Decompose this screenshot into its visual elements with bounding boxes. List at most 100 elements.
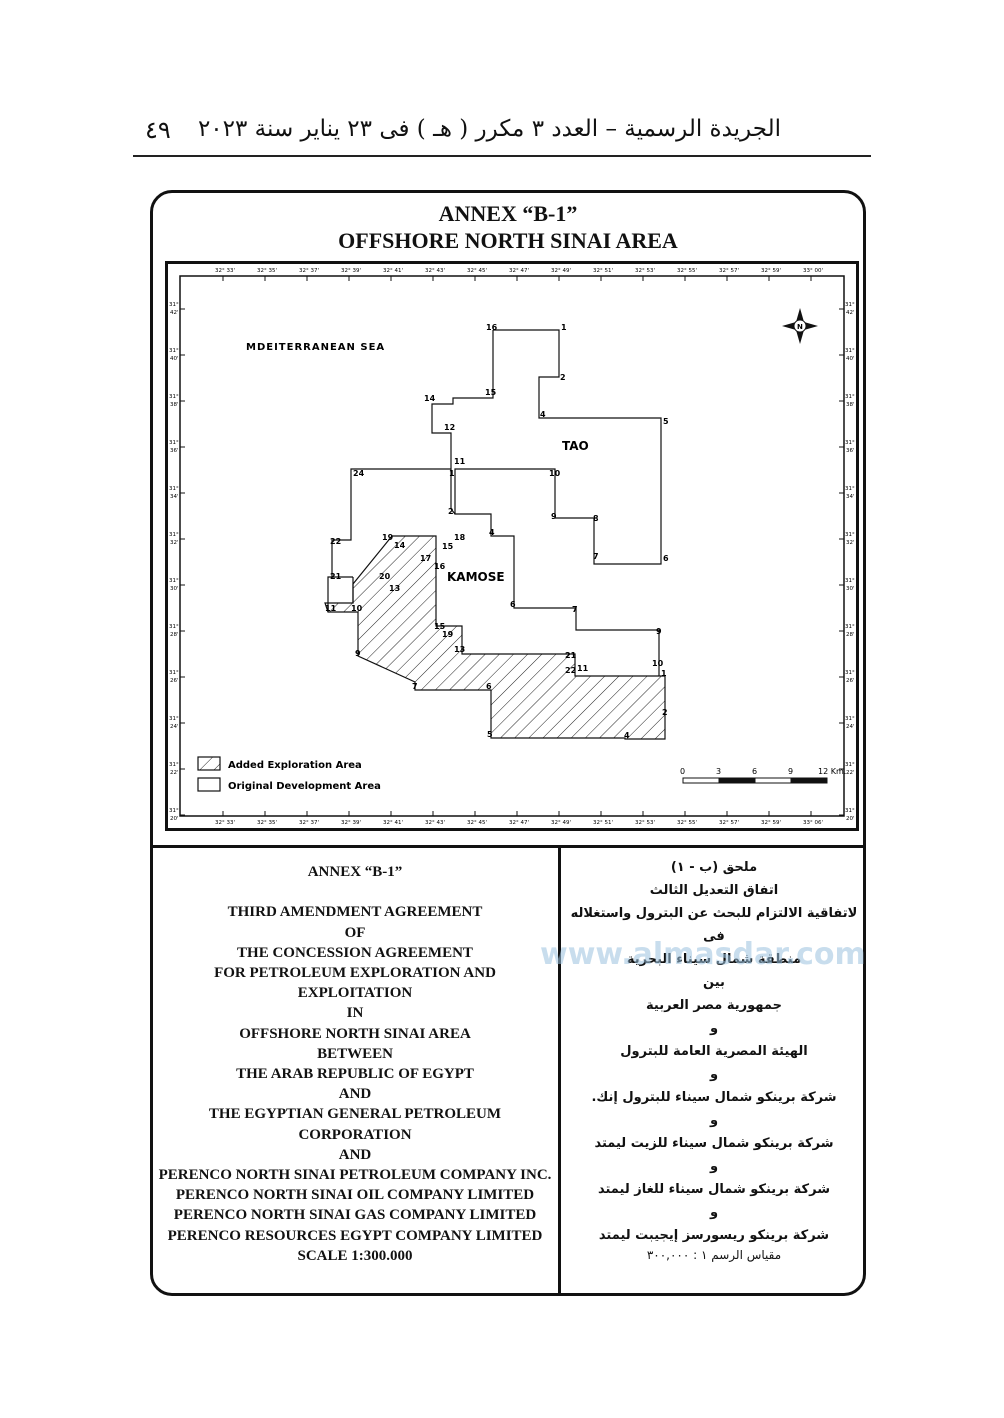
right-tick-label: 28': [846, 632, 855, 638]
left-tick-label: 42': [170, 310, 179, 316]
left-tick-label: 38': [170, 402, 179, 408]
top-tick-label: 32° 57': [719, 268, 739, 274]
right-tick-label: 31°: [845, 624, 855, 630]
point-label: 9: [656, 627, 662, 636]
point-label: 10: [652, 659, 664, 668]
point-label: 15: [442, 542, 454, 551]
right-tick-label: 38': [846, 402, 855, 408]
left-tick-label: 31°: [169, 716, 179, 722]
left-tick-label: 40': [170, 356, 179, 362]
right-tick-label: 31°: [845, 762, 855, 768]
english-line: [152, 882, 558, 902]
point-label: 22: [330, 537, 341, 546]
point-label: 4: [489, 528, 495, 537]
english-line: THE CONCESSION AGREEMENT: [237, 944, 473, 961]
top-longitude-ticks: 32° 33'32° 35'32° 37'32° 39'32° 41'32° 4…: [215, 268, 823, 281]
english-line: PERENCO RESOURCES EGYPT COMPANY LIMITED: [167, 1227, 543, 1244]
bottom-tick-label: 32° 35': [257, 820, 277, 826]
english-line: PERENCO NORTH SINAI OIL COMPANY LIMITED: [175, 1187, 535, 1204]
scale-tick: 9: [788, 767, 793, 776]
english-line: EXPLOITATION: [297, 985, 413, 1002]
map-panel: 32° 33'32° 35'32° 37'32° 39'32° 41'32° 4…: [165, 261, 859, 831]
point-label: 2: [560, 373, 566, 382]
point-label: 1: [661, 669, 667, 678]
english-line: SCALE 1:300.000: [297, 1247, 413, 1264]
bottom-tick-label: 32° 39': [341, 820, 361, 826]
point-label: 11: [577, 664, 589, 673]
point-label: 16: [486, 323, 498, 332]
arabic-line: شركة برينكو شمال سيناء للغاز ليمتد: [597, 1182, 830, 1197]
point-label: 1: [561, 323, 567, 332]
arabic-line: شركة برينكو شمال سيناء للبترول إنك.: [591, 1090, 837, 1105]
top-tick-label: 32° 39': [341, 268, 361, 274]
left-tick-label: 31°: [169, 394, 179, 400]
left-tick-label: 31°: [169, 624, 179, 630]
added-exploration-area: [324, 535, 666, 740]
sea-label: MDEITERRANEAN SEA: [246, 342, 385, 353]
arabic-line: لاتفاقية الالتزام للبحث عن البترول واستغ…: [570, 906, 858, 921]
right-tick-label: 34': [846, 494, 855, 500]
arabic-scale: مقياس الرسم ١ : ٣٠٠,٠٠٠: [646, 1248, 782, 1262]
map-legend: Added Exploration Area Original Developm…: [197, 756, 381, 792]
scale-tick: 6: [752, 767, 757, 776]
point-label: 16: [434, 562, 446, 571]
north-arrow-icon: N: [782, 308, 818, 344]
arabic-line: و: [709, 1113, 719, 1128]
section-divider-vertical: [558, 848, 561, 1296]
point-label: 9: [551, 512, 557, 521]
arabic-line: منطقة شمال سيناء البحرية: [626, 952, 802, 967]
point-label: 15: [485, 388, 497, 397]
point-label: 8: [593, 514, 599, 523]
english-line: AND: [338, 1086, 372, 1103]
english-line: BETWEEN: [317, 1045, 393, 1062]
point-label: 5: [487, 730, 493, 739]
block-divider-2: [450, 508, 456, 515]
top-tick-label: 32° 43': [425, 268, 445, 274]
point-labels: 16 1 2 4 5 6 7 8 9 10 11 12 14 15 24 1 2…: [325, 323, 669, 740]
english-line: CORPORATION: [298, 1126, 412, 1143]
arabic-line: جمهورية مصر العربية: [646, 998, 782, 1013]
header-rule: [133, 155, 871, 157]
left-tick-label: 31°: [169, 808, 179, 814]
top-tick-label: 32° 33': [215, 268, 235, 274]
section-divider-horizontal: [150, 845, 866, 848]
bottom-tick-label: 32° 55': [677, 820, 697, 826]
right-tick-label: 31°: [845, 486, 855, 492]
right-tick-label: 42': [846, 310, 855, 316]
right-tick-label: 31°: [845, 348, 855, 354]
annex-frame: ANNEX “B-1” OFFSHORE NORTH SINAI AREA: [150, 190, 866, 1296]
point-label: 21: [330, 572, 342, 581]
point-label: 11: [325, 604, 337, 613]
top-tick-label: 32° 59': [761, 268, 781, 274]
legend-added-label: Added Exploration Area: [228, 760, 362, 771]
english-line: OFFSHORE NORTH SINAI AREA: [239, 1025, 471, 1042]
page-header: ٤٩ الجريدة الرسمية – العدد ٣ مكرر ( هـ )…: [133, 108, 871, 157]
annex-title: ANNEX “B-1”: [438, 201, 578, 226]
point-label: 13: [454, 645, 465, 654]
arabic-line: شركة برينكو شمال سيناء للزيت ليمتد: [594, 1136, 834, 1151]
left-tick-label: 31°: [169, 302, 179, 308]
bottom-tick-label: 32° 59': [761, 820, 781, 826]
bottom-tick-label: 32° 37': [299, 820, 319, 826]
tao-outline: [431, 330, 494, 469]
point-label: 11: [454, 457, 466, 466]
left-tick-label: 31°: [169, 440, 179, 446]
point-label: 15: [434, 622, 446, 631]
right-tick-label: 31°: [845, 716, 855, 722]
scale-bar: 0 3 6 9 12 Km.: [680, 767, 846, 784]
point-label: 7: [593, 552, 599, 561]
point-label: 1: [449, 469, 455, 478]
left-tick-label: 31°: [169, 348, 179, 354]
right-tick-label: 31°: [845, 440, 855, 446]
arabic-line: الهيئة المصرية العامة للبترول: [620, 1044, 808, 1059]
left-tick-label: 31°: [169, 532, 179, 538]
kamose-label: KAMOSE: [447, 570, 505, 584]
english-line: IN: [346, 1005, 364, 1022]
right-tick-label: 26': [846, 678, 855, 684]
top-tick-label: 32° 51': [593, 268, 613, 274]
journal-title: الجريدة الرسمية – العدد ٣ مكرر ( هـ ) فى…: [197, 116, 781, 142]
svg-text:N: N: [797, 323, 803, 331]
arabic-line: فى: [703, 929, 725, 944]
right-tick-label: 31°: [845, 578, 855, 584]
point-label: 22: [565, 666, 576, 675]
